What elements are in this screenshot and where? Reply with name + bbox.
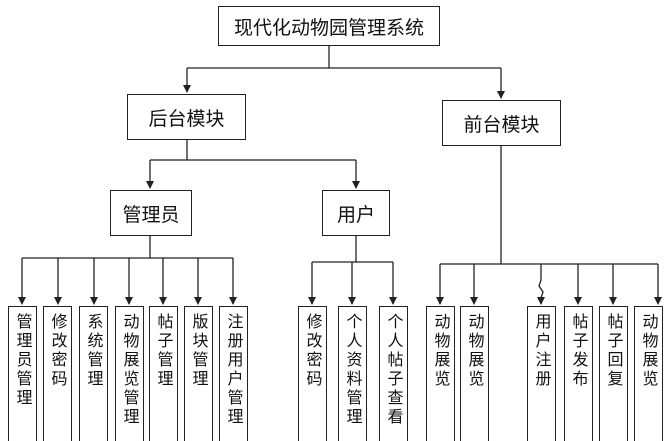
admin-item-node: 动物展览管理 — [115, 306, 144, 441]
frontend-module-node: 前台模块 — [442, 100, 561, 146]
admin-item-node: 帖子管理 — [149, 306, 178, 441]
root-node: 现代化动物园管理系统 — [218, 6, 440, 46]
front-item-node: 帖子发布 — [564, 306, 593, 441]
admin-item-label: 管理员管理 — [13, 313, 33, 408]
admin-item-node: 注册用户管理 — [219, 306, 248, 441]
front-item-node: 动物展览 — [426, 306, 455, 441]
user-item-node: 个人资料管理 — [338, 306, 367, 441]
user-label: 用户 — [336, 203, 375, 226]
front-item-label: 动物展览 — [431, 313, 451, 389]
front-item-node: 帖子回复 — [599, 306, 628, 441]
backend-module-node: 后台模块 — [127, 94, 246, 140]
admin-item-label: 版块管理 — [189, 313, 209, 389]
root-label: 现代化动物园管理系统 — [233, 16, 424, 39]
front-item-label: 帖子回复 — [604, 313, 624, 389]
admin-item-label: 修改密码 — [48, 313, 68, 389]
admin-item-node: 管理员管理 — [8, 306, 37, 441]
front-item-label: 动物展览 — [465, 313, 485, 389]
front-item-node: 动物展览 — [460, 306, 489, 441]
admin-item-node: 修改密码 — [43, 306, 72, 441]
user-item-node: 修改密码 — [298, 306, 327, 441]
front-item-node: 用户注册 — [527, 306, 556, 441]
backend-label: 后台模块 — [148, 107, 225, 130]
admin-item-label: 系统管理 — [84, 313, 104, 389]
user-item-node: 个人帖子查看 — [379, 306, 408, 441]
front-item-label: 帖子发布 — [569, 313, 589, 389]
admin-item-node: 版块管理 — [184, 306, 213, 441]
user-item-label: 个人帖子查看 — [384, 313, 404, 427]
admin-item-label: 注册用户管理 — [224, 313, 244, 427]
admin-item-node: 系统管理 — [79, 306, 108, 441]
admin-node: 管理员 — [110, 190, 192, 236]
user-item-label: 修改密码 — [303, 313, 323, 389]
admin-item-label: 帖子管理 — [154, 313, 174, 389]
admin-item-label: 动物展览管理 — [120, 313, 140, 427]
user-item-label: 个人资料管理 — [343, 313, 363, 427]
frontend-label: 前台模块 — [463, 113, 540, 136]
front-item-label: 动物展览 — [639, 313, 659, 389]
front-item-label: 用户注册 — [532, 313, 552, 389]
front-item-node: 动物展览 — [634, 306, 663, 441]
admin-label: 管理员 — [122, 203, 180, 226]
user-node: 用户 — [322, 190, 390, 236]
